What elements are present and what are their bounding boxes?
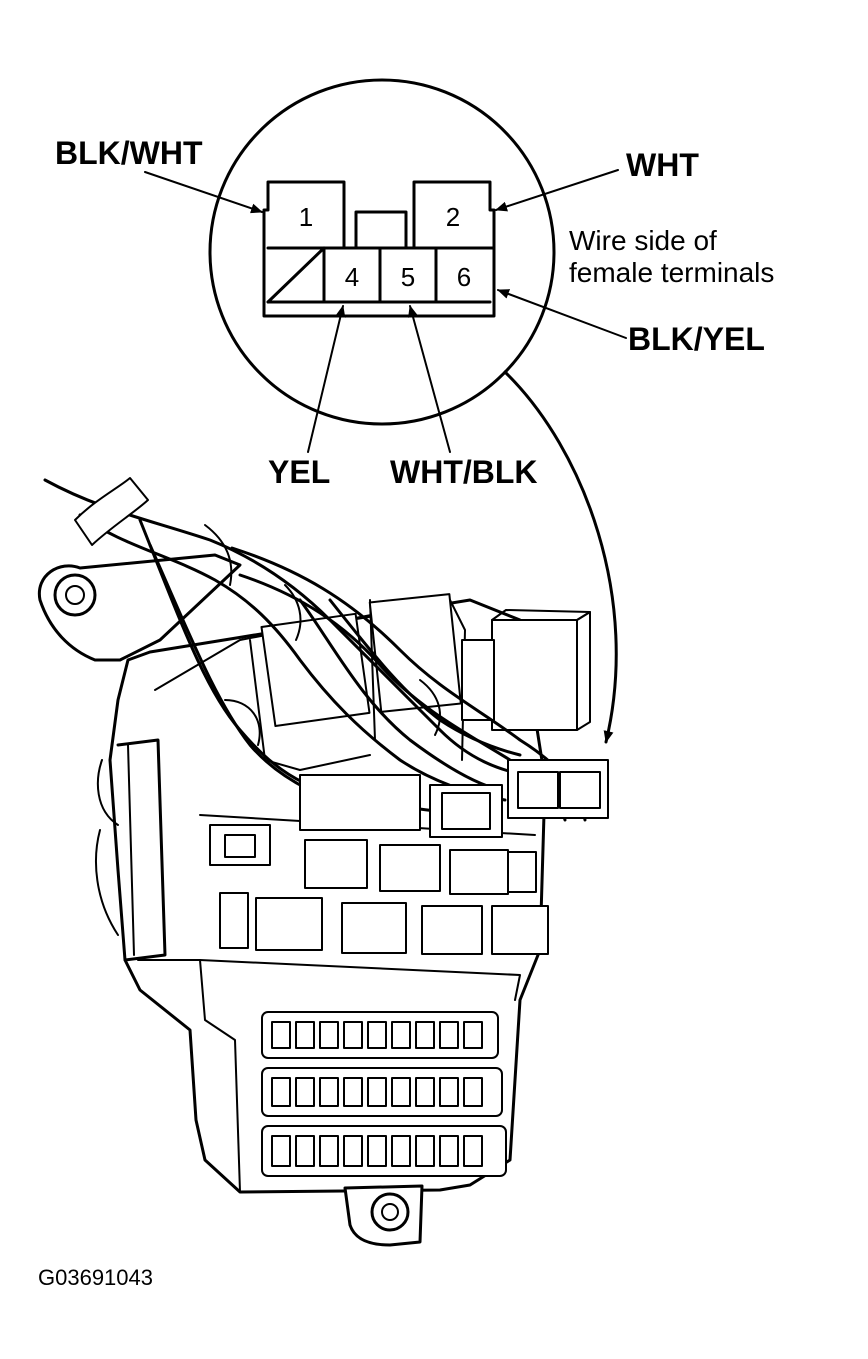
view-note-line1: Wire side of	[569, 225, 717, 256]
socket-8	[491, 905, 549, 955]
pin-1-leader	[144, 171, 263, 214]
pin-2-leader	[495, 169, 619, 212]
harness-connector-b-face	[441, 792, 491, 830]
socket-7	[421, 905, 483, 955]
box-left-flange	[116, 738, 167, 962]
relay-housing-d	[461, 639, 495, 721]
socket-3	[379, 844, 441, 892]
mounting-bolt-bottom	[370, 1192, 410, 1232]
connector-lock-tab	[354, 210, 408, 250]
fuse-row-3	[261, 1125, 507, 1177]
harness-connector-a	[299, 774, 421, 831]
pin-2-number: 2	[446, 202, 460, 232]
fuse-relay-box	[37, 477, 609, 1247]
fuse-row-1	[261, 1011, 499, 1059]
harness-tape-1	[74, 477, 149, 546]
view-note-line2: female terminals	[569, 257, 774, 288]
socket-6	[341, 902, 407, 954]
mounting-bolt-top	[53, 573, 97, 617]
socket-4	[449, 849, 509, 895]
pin-4-leader	[307, 305, 346, 453]
connector-face: 1 2 4 5 6	[262, 180, 496, 318]
pin-1-number: 1	[299, 202, 313, 232]
magnifier-circle	[208, 78, 556, 426]
socket-1	[209, 824, 271, 866]
wire-label-pin1: BLK/WHT	[55, 135, 203, 171]
relay-housing-c	[491, 619, 578, 731]
relay-housing-a	[260, 612, 371, 728]
wire-label-pin2: WHT	[626, 147, 699, 183]
figure-code: G03691043	[38, 1265, 153, 1290]
pin-5-leader	[408, 305, 451, 453]
socket-5	[255, 897, 323, 951]
connector-detail-callout: 1 2 4 5 6 BLK/WHT WHT BLK/YEL YEL WHT/BL…	[55, 78, 774, 490]
fuse-row-2	[261, 1067, 503, 1117]
pin-4-number: 4	[345, 262, 359, 292]
pin-6-number: 6	[457, 262, 471, 292]
wire-label-pin6: BLK/YEL	[628, 321, 765, 357]
wire-label-pin5: WHT/BLK	[390, 454, 538, 490]
relay-housing-b	[368, 593, 462, 713]
pin-6-leader	[497, 289, 627, 339]
locator-arrow	[503, 370, 618, 744]
socket-2	[304, 839, 368, 889]
pin-5-number: 5	[401, 262, 415, 292]
wire-label-pin4: YEL	[268, 454, 330, 490]
